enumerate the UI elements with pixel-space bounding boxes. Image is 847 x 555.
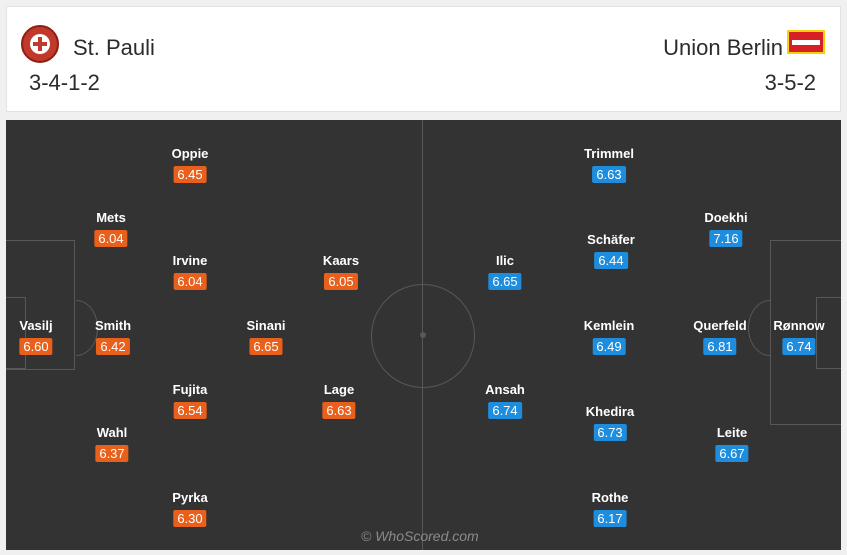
player-ansah[interactable]: Ansah 6.74 — [485, 381, 525, 419]
player-rating: 6.73 — [593, 424, 627, 441]
match-header: St. Pauli 3-4-1-2 Union Berlin 3-5-2 — [6, 6, 841, 112]
player-kaars[interactable]: Kaars 6.05 — [323, 252, 359, 290]
player-mets[interactable]: Mets 6.04 — [94, 209, 128, 247]
player-rating: 6.44 — [594, 252, 628, 269]
player-name: Pyrka — [172, 490, 208, 505]
player-pyrka[interactable]: Pyrka 6.30 — [172, 489, 208, 527]
pitch: Vasilj 6.60 Mets 6.04 Smith 6.42 Wahl 6.… — [6, 120, 841, 550]
player-name: Fujita — [172, 382, 208, 397]
player-kemlein[interactable]: Kemlein 6.49 — [583, 317, 635, 355]
player-rating: 6.42 — [96, 338, 130, 355]
player-name: Doekhi — [704, 210, 748, 225]
player-name: Kemlein — [583, 318, 635, 333]
player-name: Mets — [96, 210, 126, 225]
home-team-name[interactable]: St. Pauli — [73, 35, 155, 60]
player-rating: 6.54 — [173, 402, 207, 419]
player-rating: 6.63 — [322, 402, 356, 419]
player-rating: 6.81 — [703, 338, 737, 355]
player-rating: 7.16 — [709, 230, 743, 247]
player-rating: 6.63 — [592, 166, 626, 183]
player-vasilj[interactable]: Vasilj 6.60 — [19, 317, 53, 355]
player-wahl[interactable]: Wahl 6.37 — [95, 424, 129, 462]
player-khedira[interactable]: Khedira 6.73 — [586, 403, 634, 441]
watermark: © WhoScored.com — [361, 528, 479, 544]
player-name: Wahl — [96, 425, 128, 440]
player-name: Querfeld — [693, 318, 747, 333]
player-name: Lage — [323, 382, 355, 397]
player-fujita[interactable]: Fujita 6.54 — [172, 381, 208, 419]
player-trimmel[interactable]: Trimmel 6.63 — [584, 145, 634, 183]
player-rating: 6.65 — [488, 273, 522, 290]
player-sinani[interactable]: Sinani 6.65 — [246, 317, 286, 355]
player-leite[interactable]: Leite 6.67 — [715, 424, 749, 462]
player-rating: 6.30 — [173, 510, 207, 527]
player-name: Rothe — [591, 490, 629, 505]
player-name: Khedira — [585, 404, 635, 419]
player-name: Smith — [94, 318, 132, 333]
player-oppie[interactable]: Oppie 6.45 — [171, 145, 209, 183]
player-irvine[interactable]: Irvine 6.04 — [172, 252, 208, 290]
center-circle — [371, 284, 475, 388]
player-rating: 6.60 — [19, 338, 53, 355]
player-rating: 6.49 — [592, 338, 626, 355]
player-rating: 6.67 — [715, 445, 749, 462]
player-name: Leite — [716, 425, 748, 440]
away-formation: 3-5-2 — [764, 70, 816, 95]
player-ronnow[interactable]: Rønnow 6.74 — [773, 317, 825, 355]
home-formation: 3-4-1-2 — [29, 70, 100, 95]
player-smith[interactable]: Smith 6.42 — [95, 317, 131, 355]
player-rating: 6.74 — [488, 402, 522, 419]
player-name: Trimmel — [584, 146, 634, 161]
player-schafer[interactable]: Schäfer 6.44 — [587, 231, 635, 269]
player-doekhi[interactable]: Doekhi 7.16 — [704, 209, 748, 247]
player-rating: 6.45 — [173, 166, 207, 183]
player-ilic[interactable]: Ilic 6.65 — [488, 252, 522, 290]
player-rating: 6.17 — [593, 510, 627, 527]
player-rating: 6.65 — [249, 338, 283, 355]
goal-area-right — [816, 297, 841, 369]
player-rothe[interactable]: Rothe 6.17 — [591, 489, 629, 527]
st-pauli-crest-icon — [21, 25, 59, 63]
player-name: Schäfer — [587, 232, 635, 247]
player-name: Kaars — [322, 253, 360, 268]
player-rating: 6.74 — [782, 338, 816, 355]
player-name: Vasilj — [19, 318, 53, 333]
center-spot — [420, 332, 426, 338]
player-name: Oppie — [171, 146, 209, 161]
player-name: Irvine — [172, 253, 208, 268]
player-lage[interactable]: Lage 6.63 — [322, 381, 356, 419]
player-rating: 6.04 — [94, 230, 128, 247]
penalty-box-left — [6, 240, 75, 370]
player-querfeld[interactable]: Querfeld 6.81 — [693, 317, 747, 355]
penalty-box-right — [770, 240, 841, 425]
goal-area-left — [6, 297, 26, 369]
player-name: Ilic — [495, 253, 515, 268]
player-rating: 6.04 — [173, 273, 207, 290]
away-team-name[interactable]: Union Berlin — [663, 35, 783, 60]
player-rating: 6.05 — [324, 273, 358, 290]
player-name: Ansah — [485, 382, 525, 397]
player-name: Sinani — [246, 318, 286, 333]
player-name: Rønnow — [773, 318, 825, 333]
union-berlin-crest-icon — [787, 30, 825, 54]
player-rating: 6.37 — [95, 445, 129, 462]
